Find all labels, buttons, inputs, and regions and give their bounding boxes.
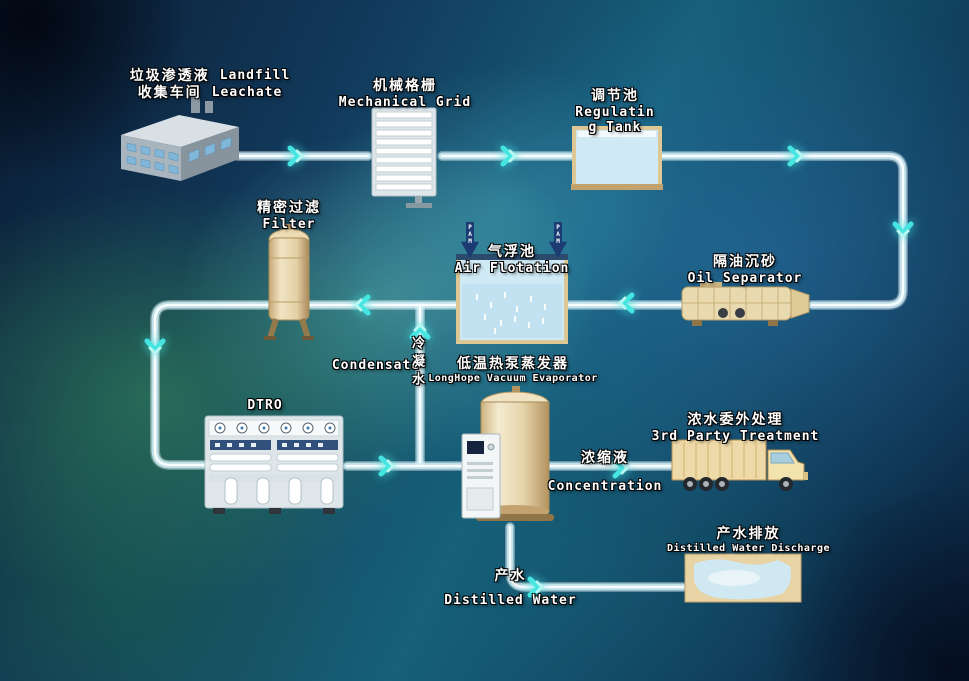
- pam-label: PAM: [554, 224, 562, 245]
- oil-separator-icon: [680, 282, 812, 332]
- flow-arrow-icon: [409, 320, 431, 342]
- flow-arrow-icon: [892, 219, 914, 241]
- mechanical-grid-icon: [368, 106, 440, 212]
- flow-arrow-icon: [615, 292, 637, 314]
- air-flotation-icon: [456, 250, 568, 348]
- evaporator-icon: [460, 386, 560, 534]
- flow-arrow-icon: [610, 457, 632, 479]
- regulating-tank-icon: [571, 122, 663, 198]
- dtro-skid-icon: [203, 412, 345, 520]
- flow-arrow-icon: [525, 576, 547, 598]
- pam-label: PAM: [466, 224, 474, 245]
- flow-arrow-icon: [144, 336, 166, 358]
- flow-arrow-icon: [351, 294, 373, 316]
- truck-icon: [670, 436, 812, 504]
- filter-vessel-icon: [260, 224, 318, 346]
- flow-arrow-icon: [785, 145, 807, 167]
- flow-arrow-icon: [376, 455, 398, 477]
- flow-arrow-icon: [498, 145, 520, 167]
- factory-icon: [115, 95, 245, 191]
- flow-arrow-icon: [285, 145, 307, 167]
- discharge-basin-icon: [684, 550, 802, 610]
